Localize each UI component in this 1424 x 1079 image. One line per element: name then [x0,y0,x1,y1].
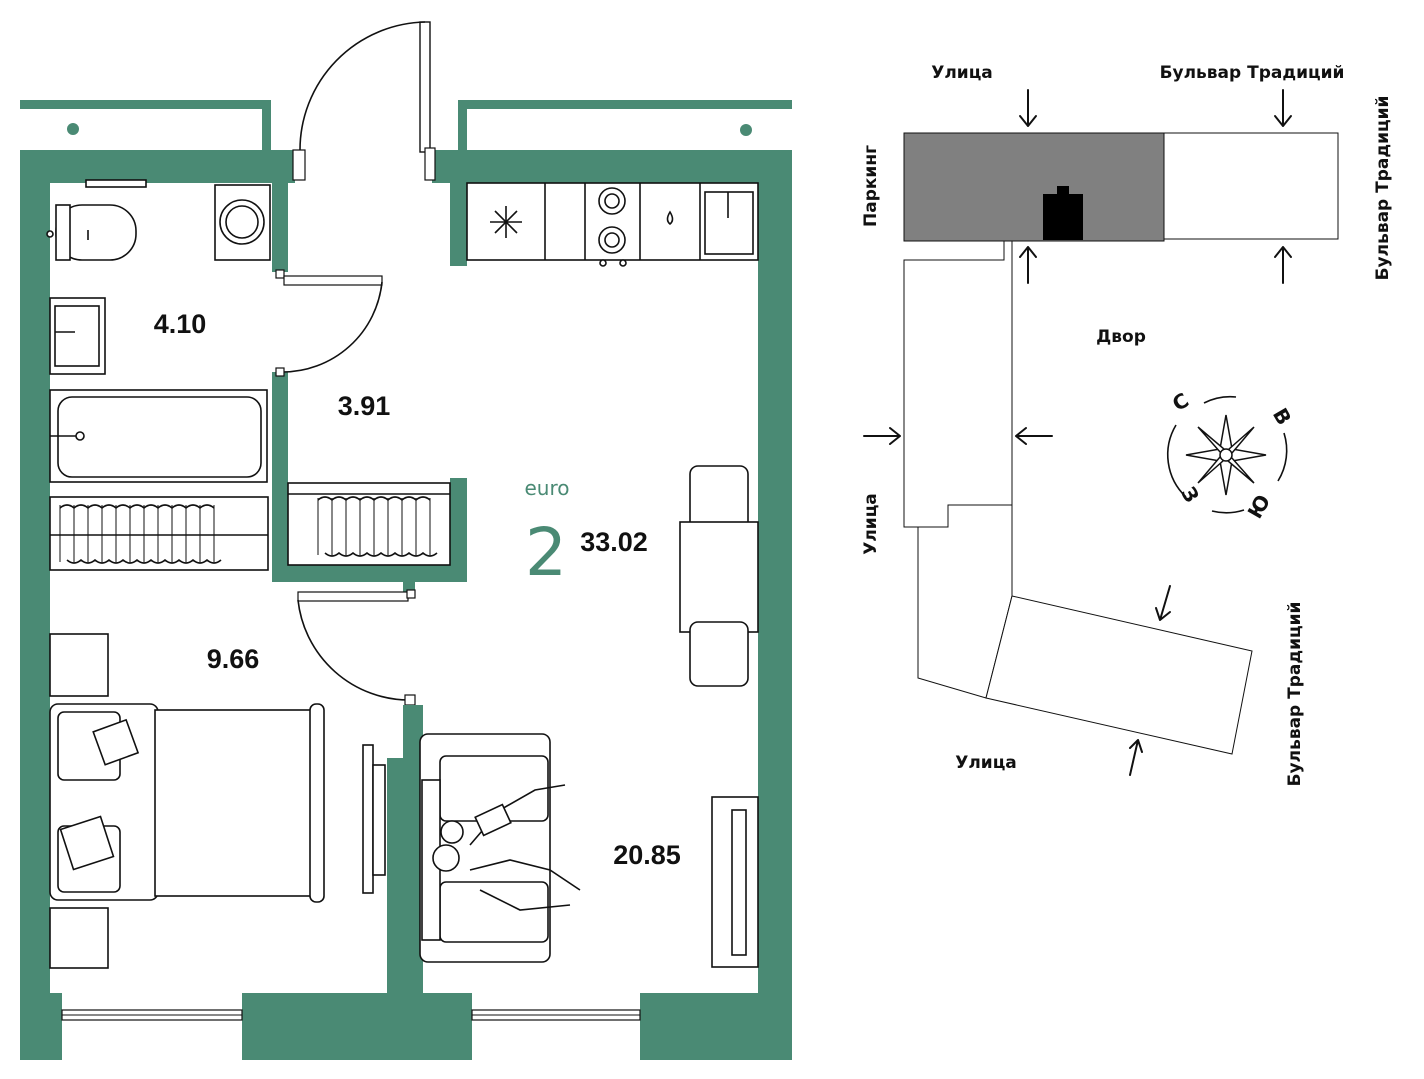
snowflake-icon [490,206,522,238]
stove-icon [598,187,627,267]
area-living: 20.85 [613,840,681,870]
apartment-plan: 4.10 3.91 9.66 20.85 euro 2 33.02 [20,21,792,1060]
compass-west: З [1176,482,1204,506]
wall-bedroom-right [403,705,423,1060]
bedroom-door [297,589,416,706]
area-bathroom: 4.10 [154,309,207,339]
bedroom-door-jamb [403,580,415,592]
label-boulevard-bottom-right: Бульвар Традиций [1285,602,1305,787]
wall-hall-bottom [272,565,467,582]
label-street-top: Улица [931,63,993,83]
balcony-post-right [458,100,467,155]
entry-arrows [863,89,1292,776]
wardrobe-bathroom-icon [49,496,269,571]
compass-south: Ю [1243,490,1276,522]
rooms-count: 2 [525,514,567,591]
label-street-left: Улица [861,493,881,555]
building-left [903,240,1013,528]
entrance-door [292,21,436,181]
bathtub-icon [49,389,268,483]
wall-top-right [432,150,792,183]
tv-bedroom-icon [362,744,386,894]
balcony-marker-right [740,124,752,136]
building-bottom [917,504,1013,699]
bathroom-door [275,269,383,377]
building-top-right [1163,132,1339,240]
label-boulevard-right: Бульвар Традиций [1373,96,1393,281]
water-drop-icon [666,210,674,226]
wall-kitchen-left [450,180,467,266]
total-area: 33.02 [580,527,648,557]
balcony-rail-left [20,100,270,109]
wall-right [758,150,792,1060]
people-icon [432,784,581,911]
bed-icon [49,703,325,903]
area-hallway: 3.91 [338,391,391,421]
balcony-rail-right [458,100,792,109]
nightstand-bottom-icon [49,907,109,969]
parking-block [903,132,1165,242]
apartment-marker [1043,186,1083,240]
building-bottom-right [985,595,1253,755]
wall-bottom-left [20,993,62,1060]
compass-east: В [1268,404,1296,429]
wall-top-left [20,150,295,183]
label-street-bottom: Улица [955,753,1017,773]
compass-north: С [1168,388,1193,416]
wall-bathroom-upper [272,180,288,272]
nightstand-top-icon [49,633,109,697]
wall-wardrobe-right [450,478,467,582]
dining-table-icon [679,465,759,687]
kitchen-sink-icon [704,191,754,255]
wall-bathroom-lower [272,372,288,582]
washing-machine-icon [214,184,271,261]
compass-icon [1166,395,1288,514]
towel-rail-icon [85,179,147,188]
label-boulevard-top: Бульвар Традиций [1160,63,1345,83]
wall-bottom-mid [242,993,472,1060]
euro-label: euro [525,476,570,500]
window-left [61,1009,243,1021]
area-bedroom: 9.66 [207,644,260,674]
window-right [471,1009,641,1021]
bathroom-sink-icon [49,297,106,375]
site-map: Улица Бульвар Традиций Бульвар Традиций … [861,63,1393,786]
wardrobe-hall-icon [287,482,451,566]
tv-living-icon [711,796,759,968]
wall-bottom-right [640,993,792,1060]
balcony-marker-left [67,123,79,135]
toilet-icon [46,204,137,261]
wall-left [20,150,50,1060]
label-parking: Паркинг [861,145,881,227]
balcony-post-left [262,100,271,155]
sofa-icon [419,733,551,963]
label-yard: Двор [1096,327,1146,347]
wall-bedroom-right-inner [387,758,405,1060]
